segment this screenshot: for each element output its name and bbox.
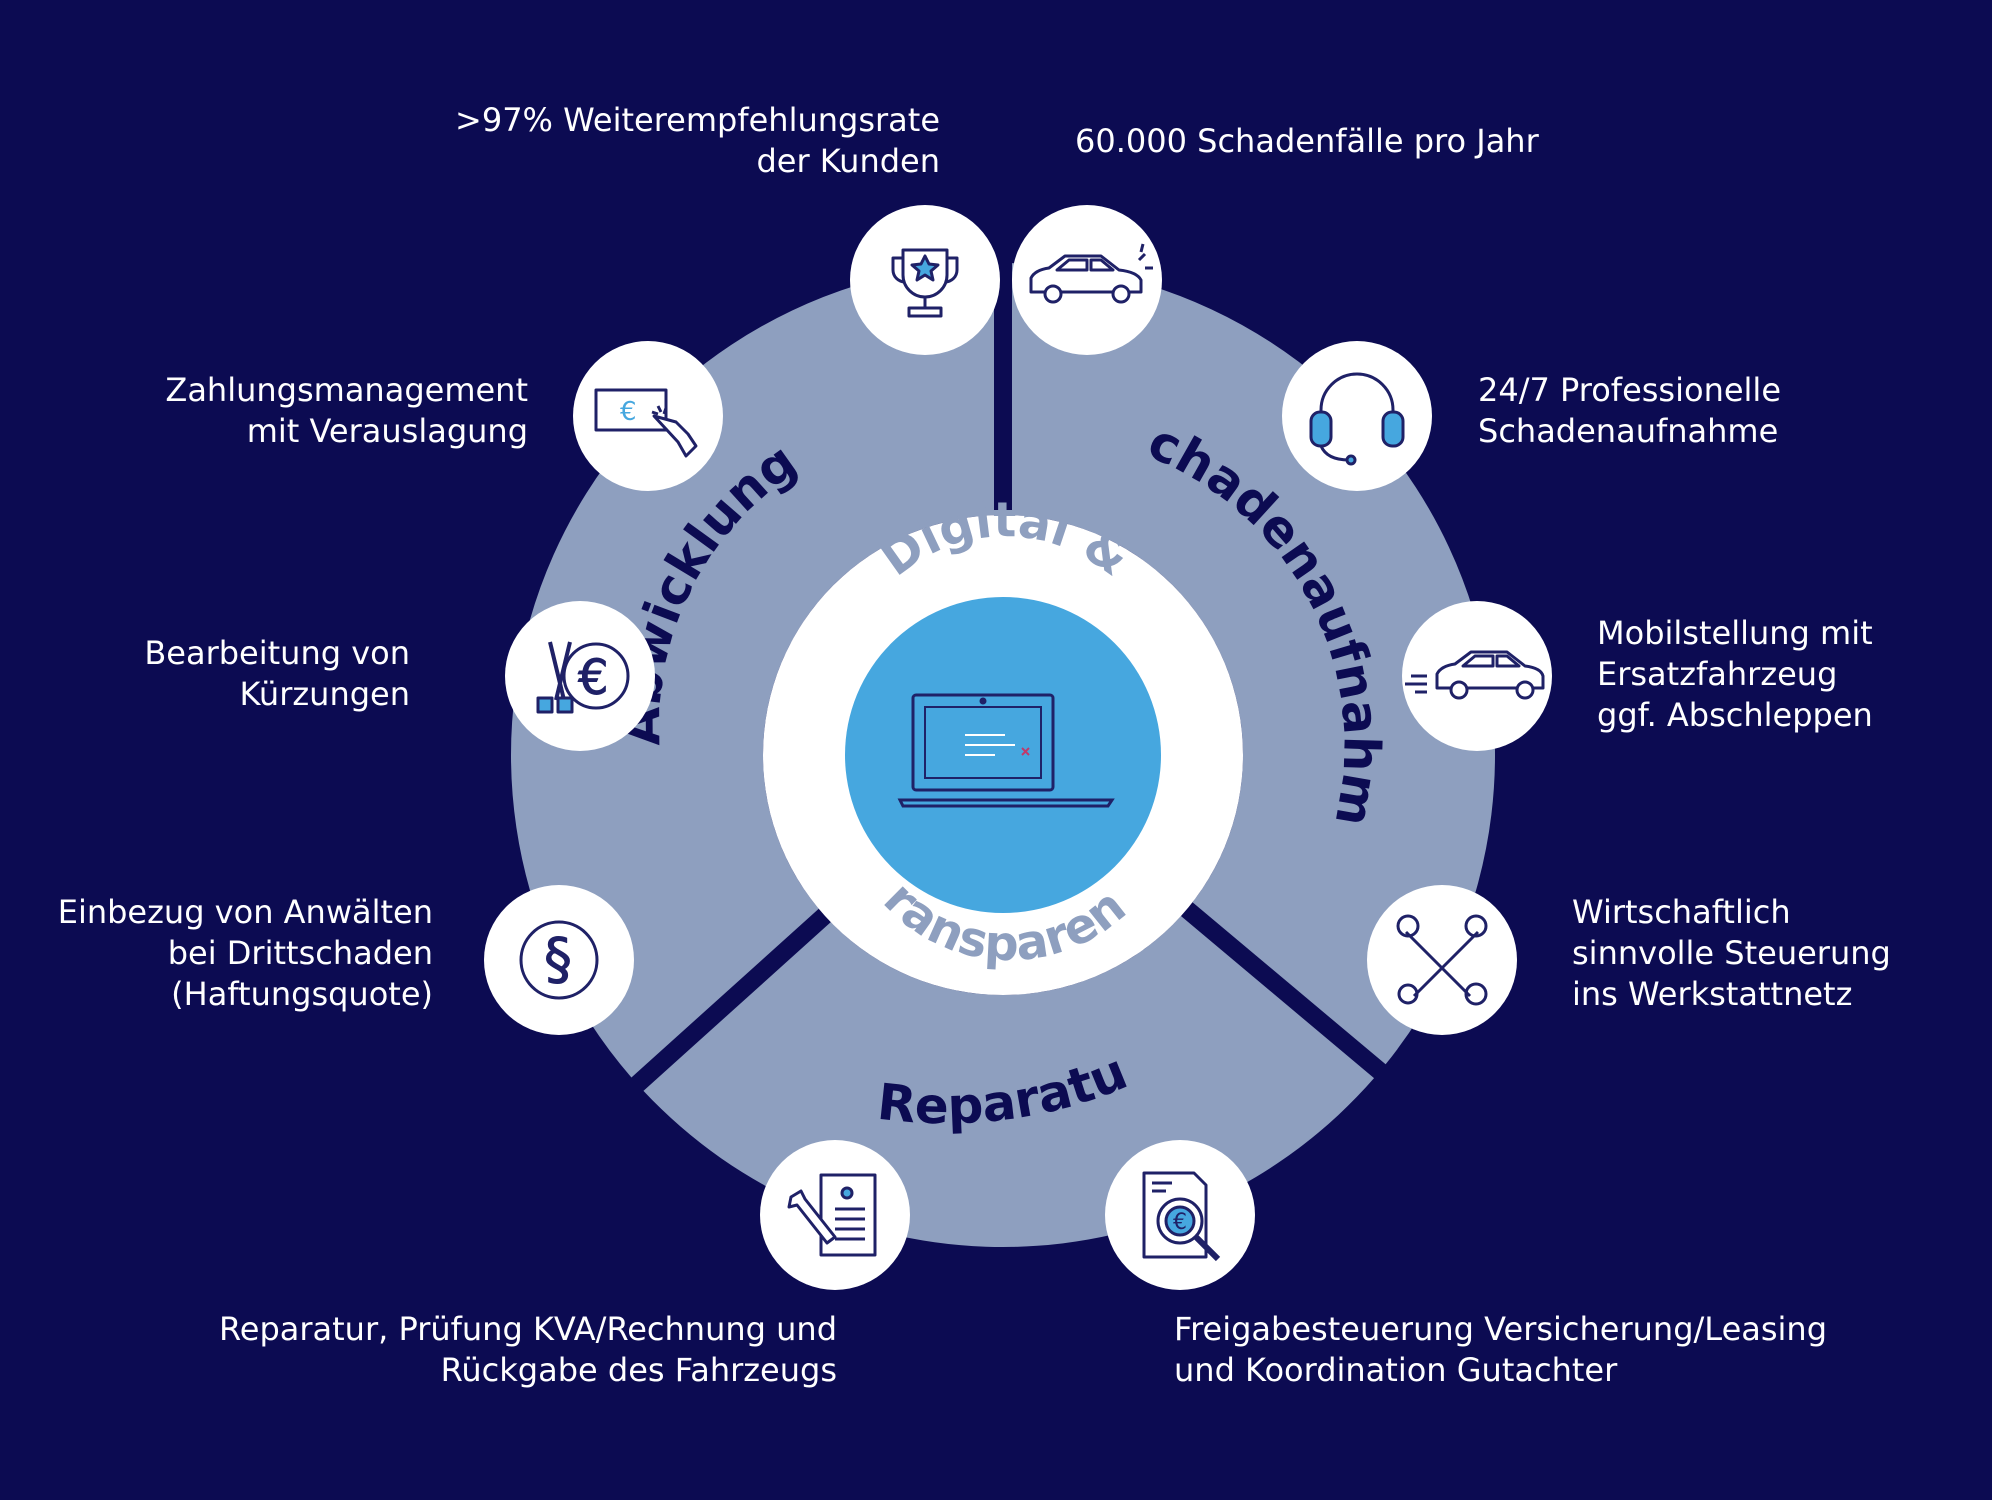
label-kuerzungen: Bearbeitung von Kürzungen bbox=[144, 634, 410, 713]
moving-car-icon bbox=[1405, 650, 1545, 700]
trophy-icon bbox=[891, 248, 959, 318]
repair-document-icon bbox=[787, 1173, 877, 1257]
icon-circle-kuerzungen: € bbox=[505, 601, 655, 751]
label-freigabe: Freigabesteuerung Versicherung/Leasing u… bbox=[1174, 1310, 1828, 1389]
document-search-euro-icon: € bbox=[1142, 1171, 1221, 1262]
tools-icon bbox=[1396, 914, 1488, 1006]
icon-circle-schadenaufnahme-247 bbox=[1282, 341, 1432, 491]
label-reparatur-pruefung: Reparatur, Prüfung KVA/Rechnung und Rück… bbox=[218, 1310, 837, 1389]
icon-circle-freigabe: € bbox=[1105, 1140, 1255, 1290]
icon-circle-mobilstellung bbox=[1402, 601, 1552, 751]
label-schadenfaelle: 60.000 Schadenfälle pro Jahr bbox=[1075, 122, 1539, 160]
icon-circle-reparatur-pruefung bbox=[760, 1140, 910, 1290]
label-mobilstellung: Mobilstellung mit Ersatzfahrzeug ggf. Ab… bbox=[1597, 614, 1873, 734]
euro-payment-icon: € bbox=[594, 388, 698, 458]
paragraph-icon: § bbox=[519, 920, 599, 1000]
label-weiterempfehlung: >97% Weiterempfehlungsrate der Kunden bbox=[455, 101, 940, 180]
icon-circle-weiterempfehlung bbox=[850, 205, 1000, 355]
svg-text:€: € bbox=[578, 650, 609, 706]
icon-circle-zahlungsmanagement: € bbox=[573, 341, 723, 491]
laptop-icon bbox=[897, 693, 1115, 808]
icon-circle-anwaelte: § bbox=[484, 885, 634, 1035]
headset-icon bbox=[1309, 372, 1405, 466]
svg-text:€: € bbox=[1173, 1210, 1187, 1235]
icon-circle-schadenfaelle bbox=[1012, 205, 1162, 355]
svg-text:§: § bbox=[544, 927, 572, 992]
svg-text:€: € bbox=[620, 397, 637, 427]
label-zahlungsmanagement: Zahlungsmanagement mit Verauslagung bbox=[165, 371, 528, 450]
label-steuerung: Wirtschaftlich sinnvolle Steuerung ins W… bbox=[1572, 893, 1891, 1013]
label-anwaelte: Einbezug von Anwälten bei Drittschaden (… bbox=[57, 893, 433, 1013]
scissors-euro-icon: € bbox=[536, 641, 630, 714]
icon-circle-steuerung bbox=[1367, 885, 1517, 1035]
crashed-car-icon bbox=[1029, 243, 1153, 304]
label-schadenaufnahme-247: 24/7 Professionelle Schadenaufnahme bbox=[1478, 371, 1781, 450]
